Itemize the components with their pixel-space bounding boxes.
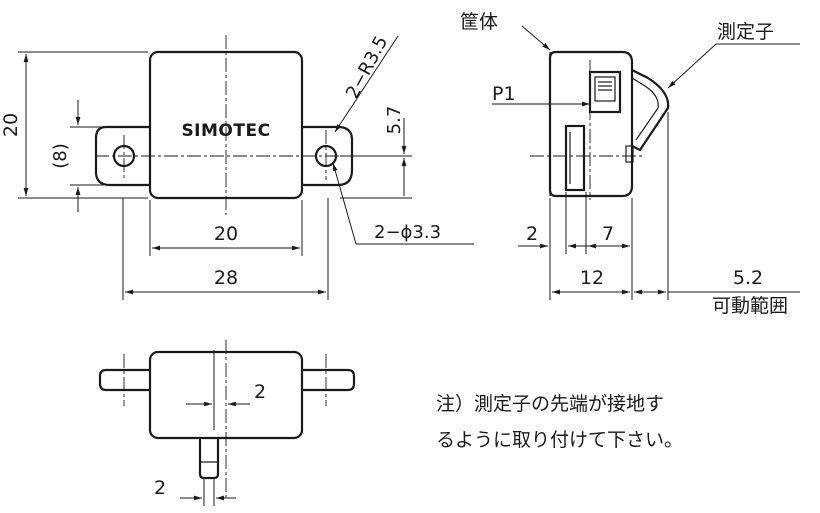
hole-leader	[332, 162, 474, 245]
connector-label: P1	[492, 83, 516, 105]
front-overall-width-label: 28	[214, 267, 238, 289]
front-body-width-label: 20	[214, 223, 238, 245]
bottom-tip-width-label: 2	[154, 477, 166, 499]
side-dim-2-label: 2	[526, 223, 538, 245]
note: 注）測定子の先端が接地す るように取り付けて下さい。	[436, 393, 683, 451]
side-dim-12-label: 12	[580, 267, 604, 289]
side-range-label: 可動範囲	[712, 295, 788, 317]
side-dim-7-label: 7	[602, 223, 614, 245]
bottom-left-ear	[98, 368, 150, 392]
side-slot	[564, 124, 586, 192]
side-view: 筐体 測定子 P1 2 7 12 5.2 可動範囲	[460, 11, 800, 317]
bottom-probe-width-label: 2	[254, 381, 266, 403]
front-view: SIMOTEC 20 (8) 2−R3.5 5.7 2−ϕ3.3 20	[0, 33, 474, 300]
housing-leader	[521, 25, 551, 51]
front-hole-pitch-label: (8)	[50, 143, 71, 169]
probe-label: 測定子	[717, 21, 774, 43]
note-line-1: 注）測定子の先端が接地す	[436, 393, 664, 415]
bottom-right-ear	[302, 368, 356, 392]
bottom-probe	[198, 438, 220, 480]
note-line-2: るように取り付けて下さい。	[436, 429, 683, 451]
front-radius-label: 2−R3.5	[342, 33, 392, 103]
front-height-label: 20	[0, 113, 22, 137]
housing-label: 筐体	[460, 11, 498, 33]
probe-leader	[667, 43, 800, 89]
front-offset-label: 5.7	[384, 106, 405, 135]
right-mounting-ear	[302, 125, 354, 187]
left-mounting-ear	[94, 125, 150, 187]
side-stroke-label: 5.2	[733, 267, 763, 289]
probe-arm-inner	[631, 77, 659, 141]
probe-base	[625, 145, 634, 163]
radius-leader	[334, 35, 399, 133]
bottom-view: 2 2	[98, 340, 356, 506]
brand-label: SIMOTEC	[181, 121, 270, 141]
probe-arm-outer	[631, 69, 670, 152]
connector-inner	[594, 76, 616, 102]
front-hole-label: 2−ϕ3.3	[374, 222, 441, 243]
